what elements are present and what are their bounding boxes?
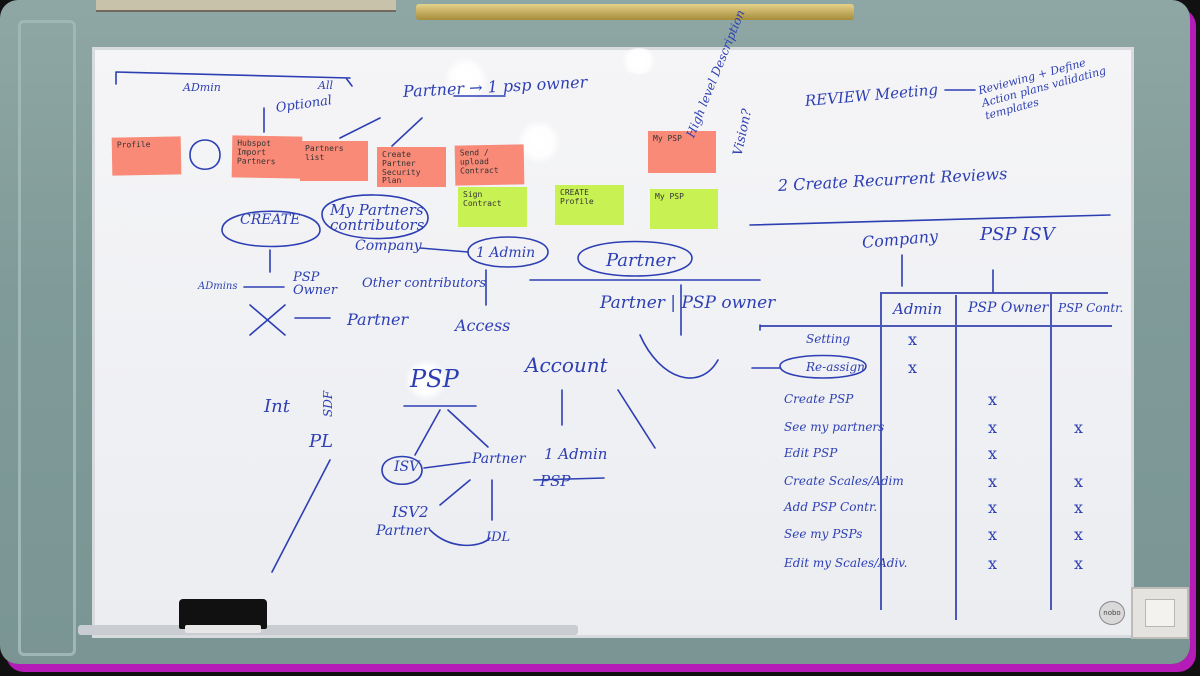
table-row-label: Add PSP Contr. (784, 500, 878, 514)
big-x-left (249, 304, 286, 336)
sticky-create-partner: Create Partner Security Plan (377, 147, 446, 187)
sticky-create-profile: CREATE Profile (555, 185, 624, 225)
ink-psp-center: PSP (410, 365, 459, 393)
table-check-mark: x (988, 498, 998, 517)
table-row-label: Re-assign (806, 360, 865, 374)
curve-partner-owner (639, 334, 719, 379)
ink-admins: ADmins (198, 281, 238, 292)
sticky-sign-contract: Sign Contract (458, 187, 527, 227)
sticky-my-psp-bottom: My PSP (650, 189, 718, 229)
table-row-label: Create PSP (784, 392, 854, 406)
ink-all: All (318, 79, 333, 92)
table-check-mark: x (988, 390, 998, 409)
ink-partner-access: Partner (347, 310, 409, 329)
eraser (179, 599, 267, 633)
ceiling-light-reflection (619, 48, 659, 74)
ink-partner-psp: Partner | PSP owner (600, 293, 776, 313)
sticky-partners-list: Partners list (300, 141, 368, 181)
ink-access: Access (455, 316, 511, 335)
ink-partner-2: Partner (376, 523, 430, 539)
ink-partner-circle: Partner (606, 250, 675, 271)
nobo-badge: nobo (1099, 601, 1125, 625)
ink-my-partners: My Partners contributors (330, 201, 425, 234)
table-check-mark: x (988, 472, 998, 491)
my-partners-circle (321, 194, 429, 240)
ink-psp-owner: PSP Owner (293, 270, 338, 298)
my-psp-circle (189, 139, 221, 170)
table-row-label: Setting (806, 332, 851, 346)
ceiling-light-reflection (405, 359, 447, 401)
table-check-mark: x (988, 418, 998, 437)
arrow-int-down (271, 459, 331, 573)
ceiling-light-reflection (444, 57, 488, 101)
one-admin-circle (467, 236, 549, 268)
reassign-circle (779, 354, 867, 379)
table-header-admin: Admin (893, 300, 943, 318)
ink-pl: PL (309, 431, 334, 452)
arrow-hub-partner (391, 117, 423, 147)
table-check-mark: x (1074, 472, 1084, 491)
arrow-partner-isv2 (439, 479, 471, 506)
table-check-mark: x (988, 444, 998, 463)
table-row-label: See my partners (784, 420, 885, 434)
table-row-label: Edit my Scales/Adiv. (784, 556, 908, 570)
gold-rail (416, 4, 854, 20)
wall-switch (1131, 587, 1189, 639)
table-header-line (760, 325, 1112, 327)
create-circle (221, 210, 321, 248)
curve-isv2-idl (429, 529, 491, 547)
ink-isv: ISV (394, 459, 420, 475)
table-check-mark: x (988, 525, 998, 544)
ink-int: Int (264, 396, 290, 417)
top-bracket-line (115, 71, 353, 87)
table-row-label: Create Scales/Adim (784, 474, 904, 488)
ink-strokes (115, 71, 1111, 573)
table-check-mark: x (908, 358, 918, 377)
isv-circle (381, 455, 423, 485)
arrow-to-partner (339, 117, 381, 139)
ink-idl: IDL (486, 530, 511, 545)
table-col-3 (1050, 292, 1052, 610)
table-check-mark: x (1074, 498, 1084, 517)
arrow-account-right (617, 389, 656, 449)
ceiling-light-reflection (517, 120, 561, 164)
arrow-company-admin (419, 247, 469, 253)
arrow-isv-partner (423, 461, 471, 469)
whiteboard-photo: nobo Profile Hubspot Import Partners Par… (0, 0, 1190, 664)
ink-psp-2: PSP (540, 472, 571, 490)
marker-tray (78, 625, 578, 635)
table-row-label: See my PSPs (784, 527, 863, 541)
sticky-my-psp-top: My PSP (648, 131, 716, 173)
psp-tree-left (414, 409, 441, 456)
ink-one-admin: 1 Admin (476, 245, 536, 261)
ink-admin: ADmin (183, 81, 221, 94)
table-check-mark: x (908, 330, 918, 349)
line-mid-board (749, 214, 1111, 226)
psp-tree-right (447, 409, 489, 448)
table-check-mark: x (988, 554, 998, 573)
table-col-1 (880, 292, 882, 610)
line-account-under (533, 477, 605, 481)
ink-company: Company (355, 238, 422, 254)
ink-one-admin-2: 1 Admin (544, 445, 608, 463)
table-top-line (880, 292, 1108, 294)
table-check-mark: x (1074, 525, 1084, 544)
ink-other-contributors: Other contributors (362, 276, 487, 291)
table-check-mark: x (1074, 554, 1084, 573)
top-rail (96, 0, 396, 12)
partner-circle (577, 240, 693, 277)
table-header-psp-owner: PSP Owner (968, 300, 1049, 316)
table-check-mark: x (1074, 418, 1084, 437)
ink-psp-isv: PSP ISV (980, 224, 1055, 245)
ink-account: Account (525, 353, 608, 377)
table-header-psp-contr: PSP Contr. (1058, 301, 1124, 315)
table-col-2 (955, 295, 957, 620)
table-row-label: Edit PSP (784, 446, 838, 460)
ink-partner-center: Partner (472, 451, 526, 467)
wall-panel (18, 20, 76, 656)
ink-isv2: ISV2 (392, 503, 429, 521)
ink-create: CREATE (240, 212, 301, 228)
